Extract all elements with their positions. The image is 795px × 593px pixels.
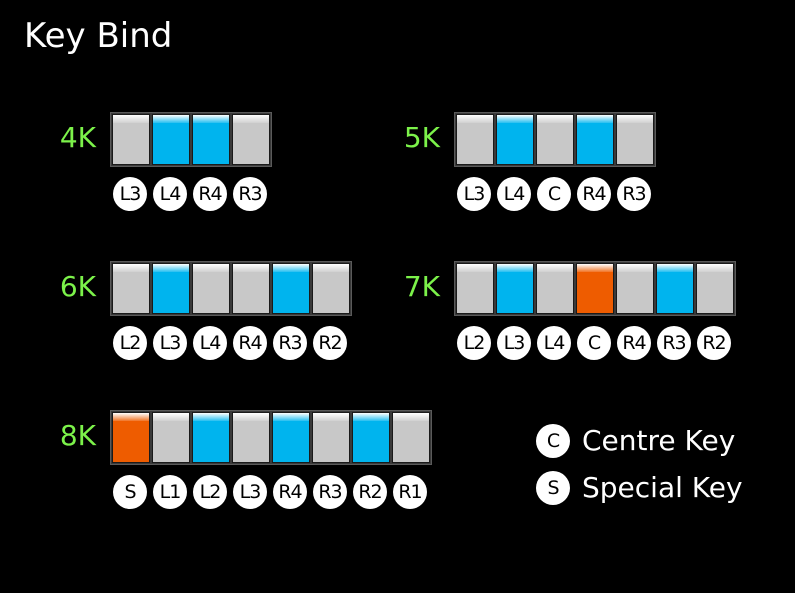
key-column: [656, 263, 694, 314]
key-column: [352, 412, 390, 463]
bind-badge: L3: [153, 326, 187, 360]
key-column: [272, 263, 310, 314]
key-column: [456, 263, 494, 314]
bind-badge: L1: [153, 475, 187, 509]
bind-badge: R4: [233, 326, 267, 360]
key-column: [272, 412, 310, 463]
bind-badge: R2: [313, 326, 347, 360]
bind-badge: S: [113, 475, 147, 509]
key-column: [192, 412, 230, 463]
key-column: [232, 114, 270, 165]
key-column: [496, 263, 534, 314]
mode-label: 6K: [59, 270, 96, 303]
bind-badge: R3: [313, 475, 347, 509]
bind-badge: R2: [353, 475, 387, 509]
bind-badge: R4: [273, 475, 307, 509]
key-column: [312, 412, 350, 463]
key-column: [192, 114, 230, 165]
key-strip: [110, 261, 352, 316]
legend-text-special: Special Key: [582, 471, 743, 504]
bind-badge: L4: [537, 326, 571, 360]
bind-badge: R2: [697, 326, 731, 360]
key-column: [112, 412, 150, 463]
key-column: [232, 412, 270, 463]
bind-badge: R3: [657, 326, 691, 360]
key-column: [456, 114, 494, 165]
key-column: [616, 263, 654, 314]
bind-badge: L3: [457, 177, 491, 211]
key-strip: [454, 261, 736, 316]
key-strip: [110, 410, 432, 465]
key-column: [152, 114, 190, 165]
key-column: [536, 263, 574, 314]
key-column: [496, 114, 534, 165]
mode-label: 8K: [59, 419, 96, 452]
page-title: Key Bind: [24, 16, 173, 56]
legend-badge-s: S: [536, 471, 570, 505]
key-column: [312, 263, 350, 314]
key-column: [392, 412, 430, 463]
bind-badge: L4: [153, 177, 187, 211]
bind-badge: L3: [233, 475, 267, 509]
bind-badge: R4: [577, 177, 611, 211]
legend-badge-c: C: [536, 424, 570, 458]
bind-badge: L4: [497, 177, 531, 211]
bind-badge: R3: [233, 177, 267, 211]
bind-badge: L2: [113, 326, 147, 360]
mode-label: 5K: [403, 121, 440, 154]
bind-badge: R3: [273, 326, 307, 360]
key-column: [576, 114, 614, 165]
bind-badge: L4: [193, 326, 227, 360]
bind-badge: R3: [617, 177, 651, 211]
bind-badge: L2: [457, 326, 491, 360]
bind-badge: R4: [617, 326, 651, 360]
key-column: [576, 263, 614, 314]
mode-label: 4K: [59, 121, 96, 154]
legend-text-centre: Centre Key: [582, 424, 736, 457]
bind-badge: L3: [113, 177, 147, 211]
legend-centre: C Centre Key: [536, 424, 735, 458]
legend-special: S Special Key: [536, 471, 743, 505]
key-column: [152, 412, 190, 463]
key-column: [152, 263, 190, 314]
key-strip: [110, 112, 272, 167]
key-column: [232, 263, 270, 314]
mode-label: 7K: [403, 270, 440, 303]
bind-badge: L3: [497, 326, 531, 360]
key-column: [616, 114, 654, 165]
bind-badge: L2: [193, 475, 227, 509]
bind-badge: R1: [393, 475, 427, 509]
key-column: [536, 114, 574, 165]
key-column: [192, 263, 230, 314]
key-column: [696, 263, 734, 314]
key-column: [112, 263, 150, 314]
key-strip: [454, 112, 656, 167]
bind-badge: C: [577, 326, 611, 360]
bind-badge: C: [537, 177, 571, 211]
bind-badge: R4: [193, 177, 227, 211]
key-column: [112, 114, 150, 165]
